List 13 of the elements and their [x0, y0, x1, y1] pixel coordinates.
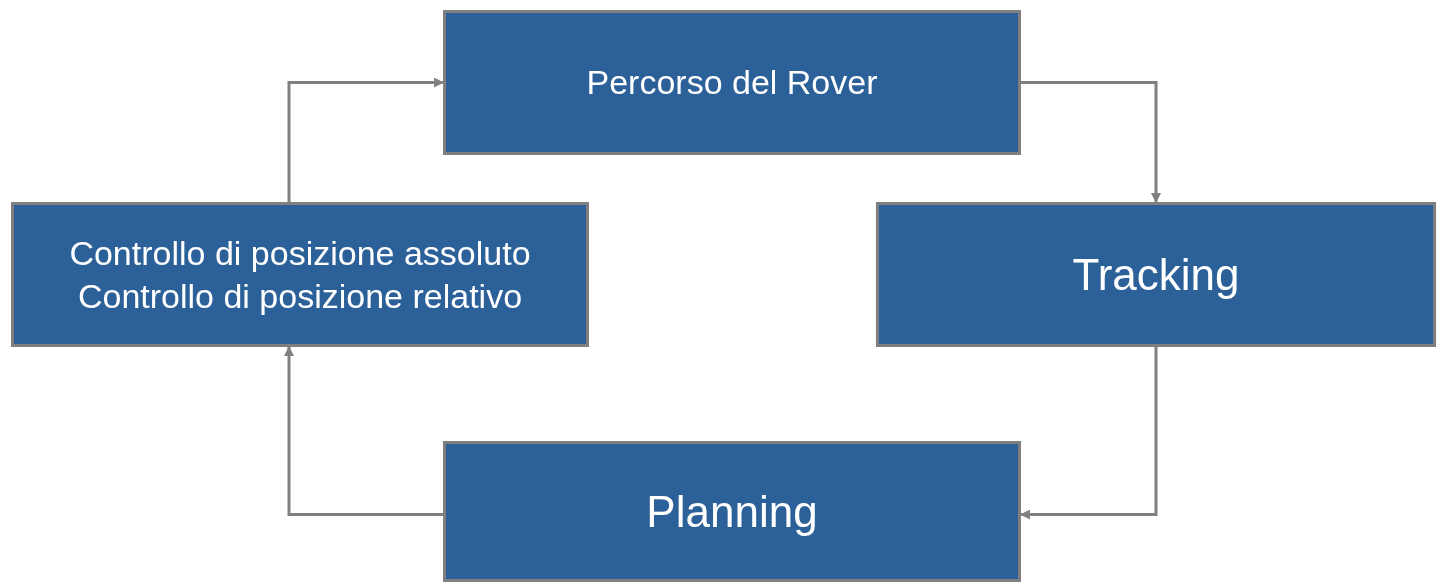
process-box	[443, 441, 1021, 582]
process-box	[443, 10, 1021, 155]
arrow	[284, 346, 443, 516]
arrow	[287, 77, 444, 202]
box-label: Controllo di posizione assoluto	[69, 233, 531, 274]
box-label: Tracking	[1072, 249, 1240, 301]
process-box	[876, 202, 1436, 347]
arrow	[1021, 81, 1161, 203]
box-label: Controllo di posizione relativo	[77, 275, 523, 317]
arrow	[1020, 347, 1158, 520]
box-label: Planning	[646, 486, 818, 538]
box-label: Percorso del Rover	[586, 62, 878, 104]
process-box	[11, 202, 589, 347]
